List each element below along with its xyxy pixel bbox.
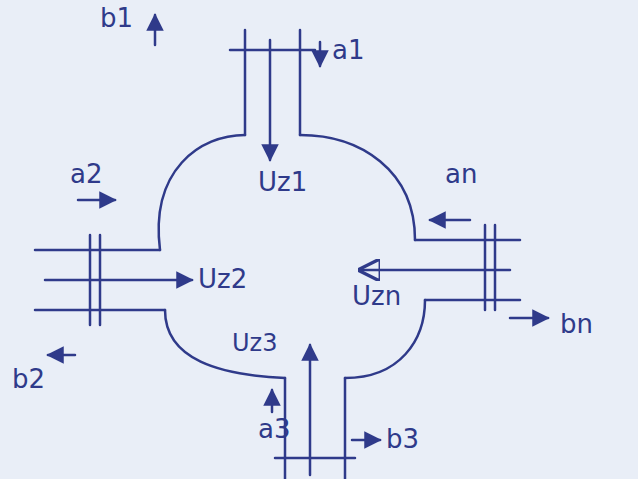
wave-arrow: [430, 219, 470, 222]
port-line: [425, 299, 520, 302]
wave-arrow: [352, 439, 380, 442]
wave-label: b2: [12, 365, 45, 394]
port-line: [35, 249, 160, 252]
port-line: [344, 378, 347, 479]
junction-outline: [345, 300, 425, 378]
reference-plane: [230, 49, 315, 52]
wave-label: b3: [386, 425, 419, 454]
reference-plane: [275, 457, 355, 460]
voltage-arrow: [309, 345, 312, 475]
wave-arrow: [154, 15, 157, 45]
wave-label: b1: [100, 4, 133, 33]
port-line: [299, 30, 302, 135]
wave-arrow: [78, 199, 115, 202]
voltage-arrow: [45, 279, 192, 282]
wave-label: an: [445, 160, 477, 189]
wave-arrow: [510, 317, 548, 320]
wave-label: Uz3: [232, 330, 277, 356]
wave-arrow: [271, 390, 274, 412]
wave-label: bn: [560, 310, 593, 339]
wave-label: Uz2: [198, 265, 247, 294]
port-line: [415, 239, 520, 242]
wave-arrow: [319, 42, 322, 66]
junction-outline: [159, 135, 245, 250]
wave-label: a1: [332, 36, 364, 65]
reference-plane: [484, 225, 487, 310]
port-line: [244, 30, 247, 135]
junction-outline: [300, 135, 415, 240]
wave-label: Uzn: [352, 282, 401, 311]
wave-arrow: [48, 354, 75, 357]
reference-plane: [494, 225, 497, 310]
wave-label: Uz1: [258, 168, 307, 197]
voltage-arrow: [360, 269, 510, 272]
junction-outline: [165, 310, 285, 378]
voltage-arrow: [269, 40, 272, 160]
wave-label: a3: [258, 415, 290, 444]
wave-label: a2: [70, 160, 102, 189]
